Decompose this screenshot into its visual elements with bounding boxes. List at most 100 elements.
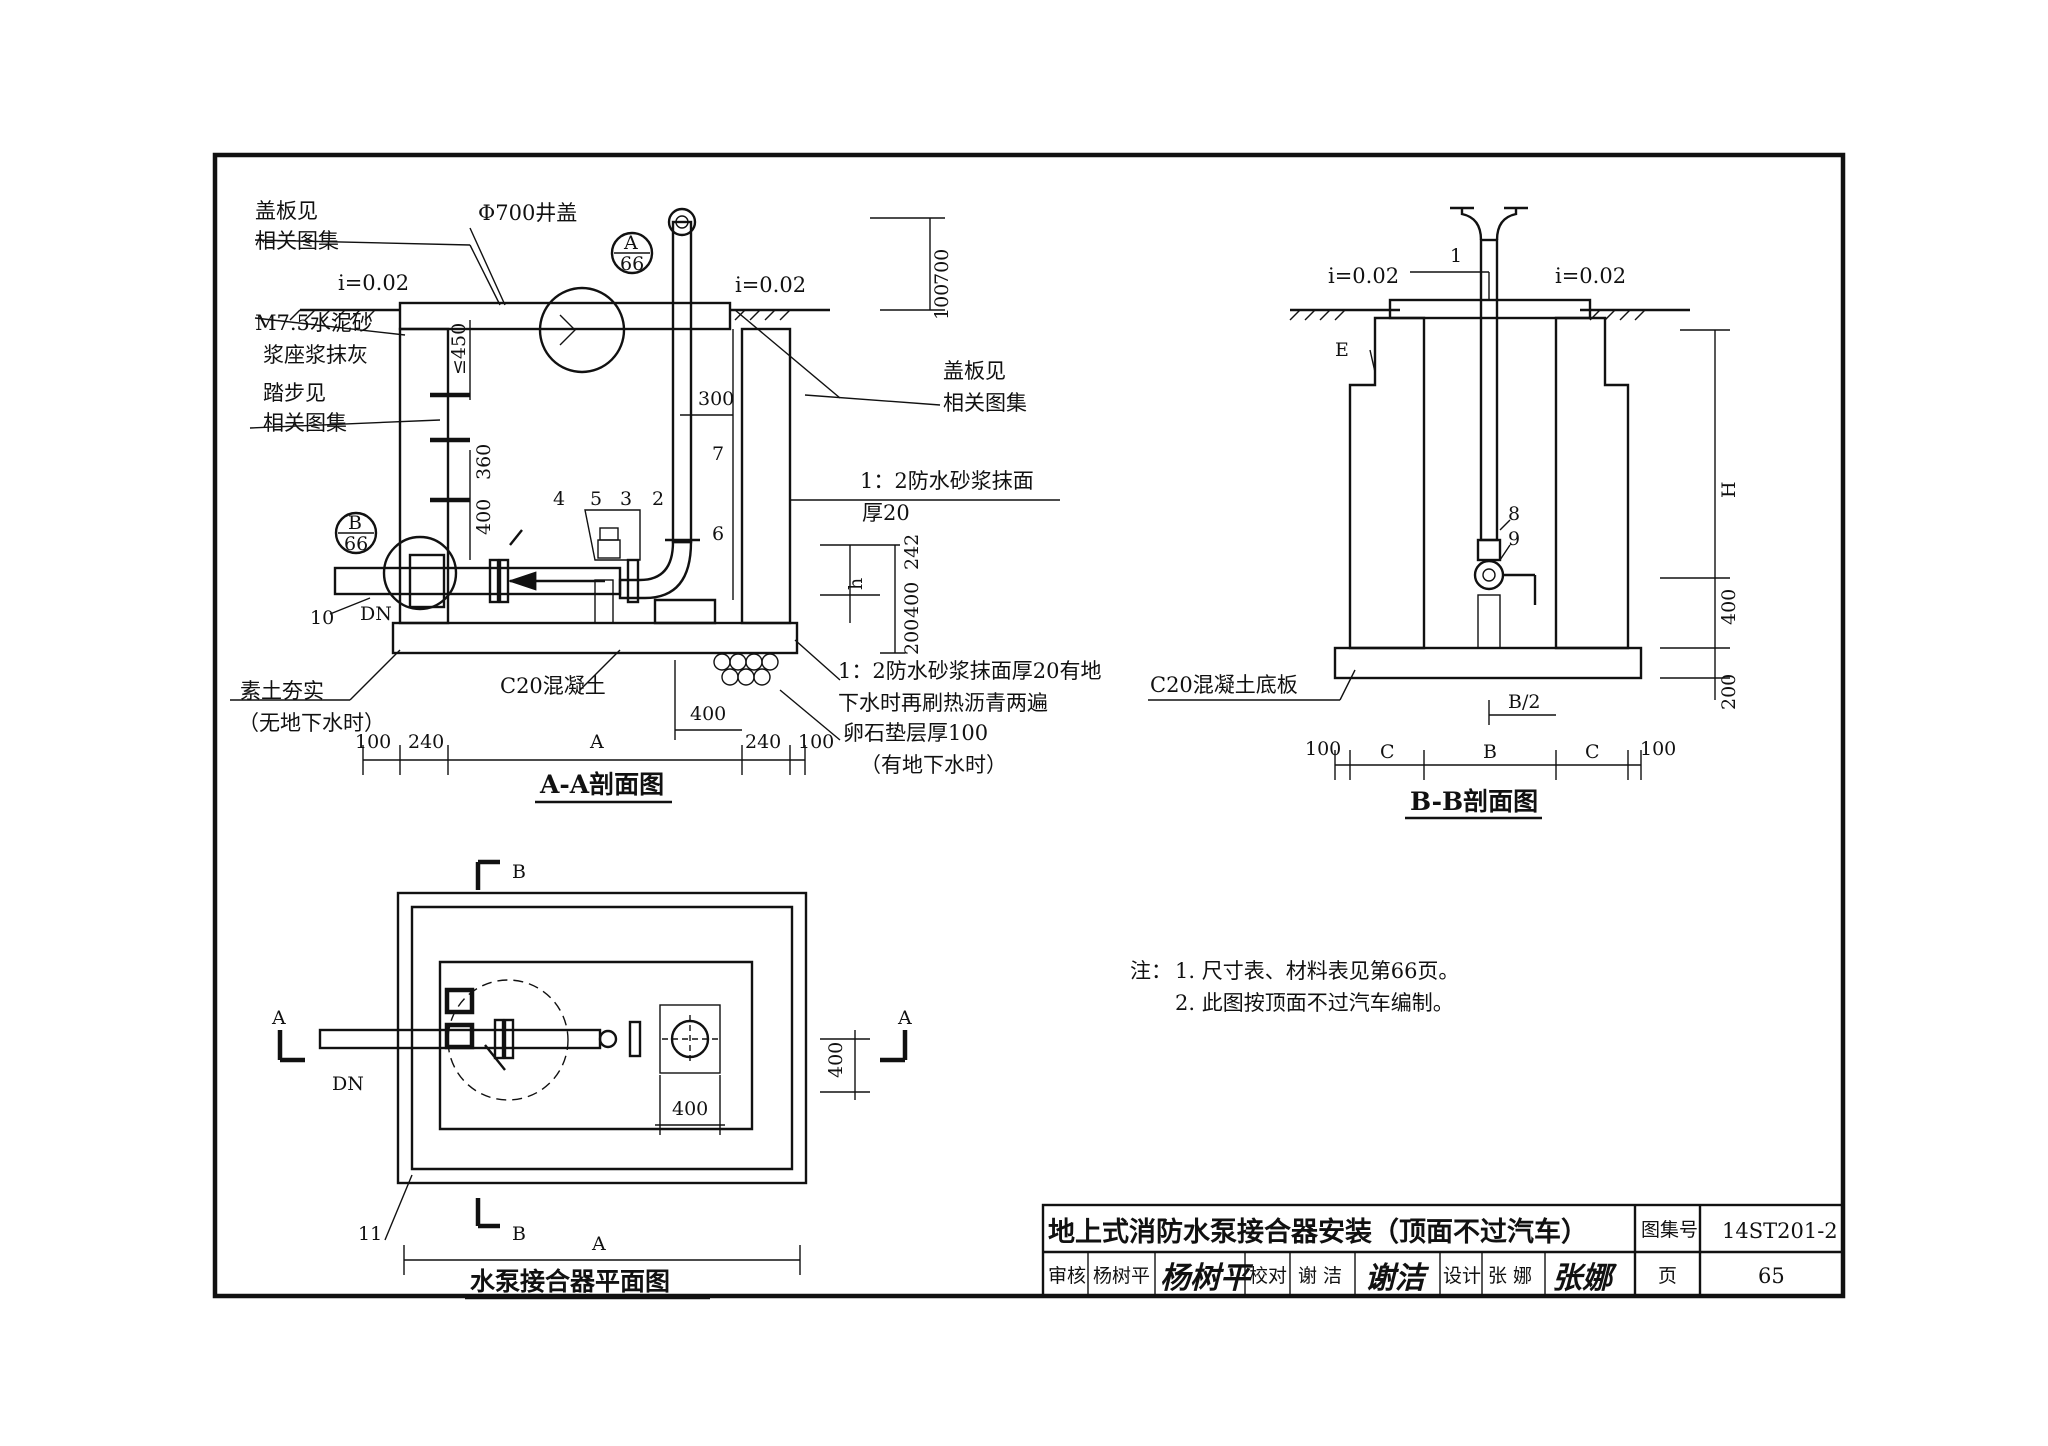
cover-right-line1: 盖板见 — [943, 359, 1006, 383]
dim-700: 700 — [931, 249, 953, 285]
section-aa-title: A-A剖面图 — [539, 770, 664, 799]
designer-signature: 张娜 — [1552, 1261, 1618, 1296]
bb-bottom-dim-b: B — [1483, 741, 1497, 763]
detail-b-page: 66 — [344, 533, 368, 555]
bottom-dim-100-left: 100 — [355, 731, 391, 753]
notes-label: 注： — [1130, 959, 1172, 983]
note-1: 1. 尺寸表、材料表见第66页。 — [1175, 959, 1459, 983]
steps-label-line2: 相关图集 — [263, 411, 347, 435]
steps-label-line1: 踏步见 — [263, 381, 326, 405]
dim-h: h — [845, 578, 867, 590]
slope-right-label: i=0.02 — [735, 273, 806, 297]
plan-drawing — [277, 859, 908, 1275]
plan-pipe-dn: DN — [332, 1073, 364, 1095]
plan-dim-400-h: 400 — [825, 1042, 847, 1078]
dim-100: 100 — [931, 284, 953, 320]
dim-360: 360 — [473, 444, 495, 480]
section-aa-drawing — [230, 207, 1060, 775]
cover-note-line2: 相关图集 — [255, 229, 339, 253]
section-bb-labels: i=0.02 i=0.02 1 8 9 E H 400 200 B/2 C20混… — [1150, 245, 1740, 820]
drawing-title: 地上式消防水泵接合器安装（顶面不过汽车） — [1048, 1216, 1588, 1248]
bb-dim-h: H — [1718, 481, 1740, 498]
plan-title: 水泵接合器平面图 — [470, 1267, 670, 1296]
bb-dim-400: 400 — [1718, 589, 1740, 625]
design-label: 设计 — [1443, 1265, 1481, 1287]
item-10: 10 — [310, 607, 334, 629]
designer-name: 张 娜 — [1488, 1265, 1532, 1287]
sheet-border — [212, 152, 1846, 1299]
bb-dim-b-half: B/2 — [1508, 691, 1540, 713]
section-bb-title: B-B剖面图 — [1410, 787, 1538, 816]
pebble-line1: 卵石垫层厚100 — [843, 721, 988, 745]
notes: 注： 1. 尺寸表、材料表见第66页。 2. 此图按顶面不过汽车编制。 — [1130, 959, 1459, 1015]
bb-item-1: 1 — [1450, 245, 1462, 267]
waterproof-line1: 1：2防水砂浆抹面 — [860, 469, 1034, 493]
pipe-dn-label: DN — [360, 603, 392, 625]
page-label: 页 — [1658, 1265, 1677, 1287]
bottom-dim-240-left: 240 — [408, 731, 444, 753]
item-3: 3 — [620, 488, 632, 510]
cover-right-line2: 相关图集 — [943, 391, 1027, 415]
plan-dim-a: A — [591, 1233, 606, 1255]
title-block: 地上式消防水泵接合器安装（顶面不过汽车） 图集号 14ST201-2 审核 杨树… — [1041, 1203, 1845, 1298]
item-5: 5 — [590, 488, 602, 510]
detail-a-callout — [610, 231, 654, 275]
page-number: 65 — [1758, 1264, 1785, 1288]
slope-left-label: i=0.02 — [338, 271, 409, 295]
plan-cut-a-right: A — [897, 1007, 912, 1029]
detail-b-letter: B — [348, 512, 362, 534]
plan-cut-a-left: A — [271, 1007, 286, 1029]
item-2: 2 — [652, 488, 664, 510]
soil-line2: （无地下水时） — [238, 711, 385, 735]
bb-item-8: 8 — [1508, 503, 1520, 525]
note-2: 2. 此图按顶面不过汽车编制。 — [1175, 991, 1454, 1015]
bottom-dim-a: A — [589, 731, 604, 753]
section-bb-drawing — [1148, 206, 1730, 780]
plan-cut-b-top: B — [512, 861, 526, 883]
manhole-cover-label: Φ700井盖 — [478, 201, 577, 225]
atlas-no: 14ST201-2 — [1722, 1219, 1838, 1243]
detail-a-page: 66 — [620, 253, 644, 275]
bottom-dim-400: 400 — [690, 703, 726, 725]
plan-cut-b-bottom: B — [512, 1223, 526, 1245]
bb-dim-200: 200 — [1718, 674, 1740, 710]
detail-b-callout — [334, 511, 378, 555]
concrete-label: C20混凝土 — [500, 674, 606, 698]
reviewer-signature: 杨树平 — [1160, 1261, 1254, 1296]
waterproof2-line1: 1：2防水砂浆抹面厚20有地 — [838, 659, 1101, 683]
plan-labels: B B A A DN 400 400 A 11 水泵接合器平面图 — [271, 861, 912, 1300]
item-6: 6 — [712, 523, 724, 545]
bb-slope-left: i=0.02 — [1328, 264, 1399, 288]
bottom-dim-100-right: 100 — [798, 731, 834, 753]
dim-200: 200 — [901, 619, 923, 655]
bb-dim-e: E — [1335, 339, 1349, 361]
dim-400-vertical: 400 — [473, 499, 495, 535]
bottom-dim-240-right: 240 — [745, 731, 781, 753]
bb-item-9: 9 — [1508, 528, 1520, 550]
bb-bottom-dim-100-right: 100 — [1640, 738, 1676, 760]
item-4: 4 — [553, 488, 565, 510]
dim-300: 300 — [698, 388, 734, 410]
check-label: 校对 — [1249, 1265, 1287, 1287]
bb-bottom-dim-100-left: 100 — [1305, 738, 1341, 760]
bb-bottom-dim-c-right: C — [1585, 741, 1600, 763]
review-label: 审核 — [1048, 1265, 1086, 1287]
mortar-label-line1: M7.5水泥砂 — [255, 311, 373, 335]
cover-note-line1: 盖板见 — [255, 199, 318, 223]
plan-dim-400-v: 400 — [672, 1098, 708, 1120]
checker-signature: 谢洁 — [1365, 1261, 1430, 1296]
soil-line1: 素土夯实 — [240, 679, 324, 703]
detail-a-letter: A — [623, 232, 638, 254]
mortar-label-line2: 浆座浆抹灰 — [263, 343, 368, 367]
waterproof-line2: 厚20 — [862, 501, 910, 525]
bb-slope-right: i=0.02 — [1555, 264, 1626, 288]
dim-450: ≤450 — [448, 323, 470, 375]
dim-242: 242 — [901, 534, 923, 570]
checker-name: 谢 洁 — [1298, 1265, 1342, 1287]
pebble-line2: （有地下水时） — [860, 753, 1007, 777]
reviewer-name: 杨树平 — [1093, 1265, 1150, 1287]
item-7: 7 — [712, 443, 724, 465]
bb-concrete-base: C20混凝土底板 — [1150, 673, 1298, 697]
atlas-no-label: 图集号 — [1641, 1219, 1698, 1241]
